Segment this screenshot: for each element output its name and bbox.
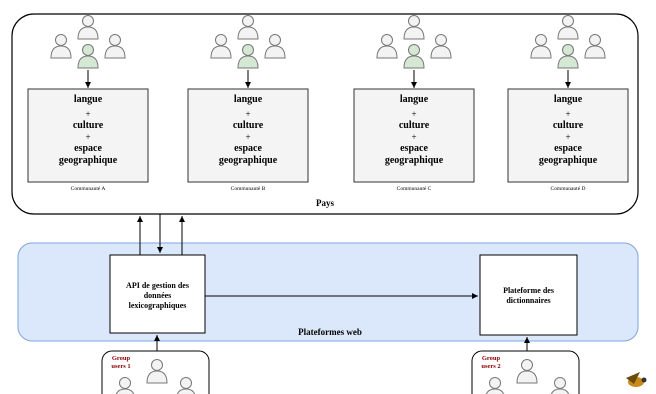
community-4-text-line-3: culture xyxy=(553,120,584,131)
community-2-text-line-4: + xyxy=(245,132,250,142)
web-platforms-label: Plateformes web xyxy=(298,327,362,337)
group-2-label-line-2: users 2 xyxy=(481,363,500,370)
corner-logo-icon xyxy=(626,372,647,387)
community-4-text-line-1: langue xyxy=(554,94,583,105)
community-2-text-line-1: langue xyxy=(234,94,263,105)
community-3-caption: Communauté C xyxy=(397,186,432,192)
community-4-text-line-4: + xyxy=(565,132,570,142)
community-3-text-line-2: + xyxy=(411,109,416,119)
community-3-text-line-4: + xyxy=(411,132,416,142)
community-3-box xyxy=(353,88,475,183)
community-4-text-line-6: geographique xyxy=(539,155,598,166)
country-label: Pays xyxy=(316,198,334,208)
community-2-text-line-5: espace xyxy=(234,143,262,154)
platform-line-2: dictionnaires xyxy=(506,296,550,305)
platform-line-1: Plateforme des xyxy=(503,286,554,295)
community-2-text-line-2: + xyxy=(245,109,250,119)
community-2-caption: Communauté B xyxy=(231,186,266,192)
community-1-caption: Communauté A xyxy=(71,186,106,192)
country-container xyxy=(11,13,639,215)
api-box xyxy=(109,254,206,334)
community-3-text-line-1: langue xyxy=(400,94,429,105)
community-3-text-line-5: espace xyxy=(400,143,428,154)
community-2-text-line-6: geographique xyxy=(219,155,278,166)
group-2-label-line-1: Group xyxy=(482,355,501,362)
api-line-1: API de gestion des xyxy=(126,281,189,290)
community-1-text-line-6: geographique xyxy=(59,155,118,166)
community-4-caption: Communauté D xyxy=(551,186,586,192)
api-line-3: lexicographiques xyxy=(129,301,187,310)
community-1-text-line-5: espace xyxy=(74,143,102,154)
community-3-text-line-6: geographique xyxy=(385,155,444,166)
community-1-box xyxy=(27,88,149,183)
community-1-text-line-3: culture xyxy=(73,120,104,131)
community-1-text-line-2: + xyxy=(85,109,90,119)
community-1-text-line-4: + xyxy=(85,132,90,142)
community-1-text-line-1: langue xyxy=(74,94,103,105)
community-4-text-line-5: espace xyxy=(554,143,582,154)
group-1-label-line-1: Group xyxy=(112,355,131,362)
dictionary-platform-box xyxy=(479,254,578,336)
api-line-2: données xyxy=(144,291,172,300)
group-1-label-line-2: users 1 xyxy=(111,363,130,370)
community-3-text-line-3: culture xyxy=(399,120,430,131)
community-2-text-line-3: culture xyxy=(233,120,264,131)
community-4-text-line-2: + xyxy=(565,109,570,119)
community-2-box xyxy=(187,88,309,183)
community-4-box xyxy=(507,88,629,183)
